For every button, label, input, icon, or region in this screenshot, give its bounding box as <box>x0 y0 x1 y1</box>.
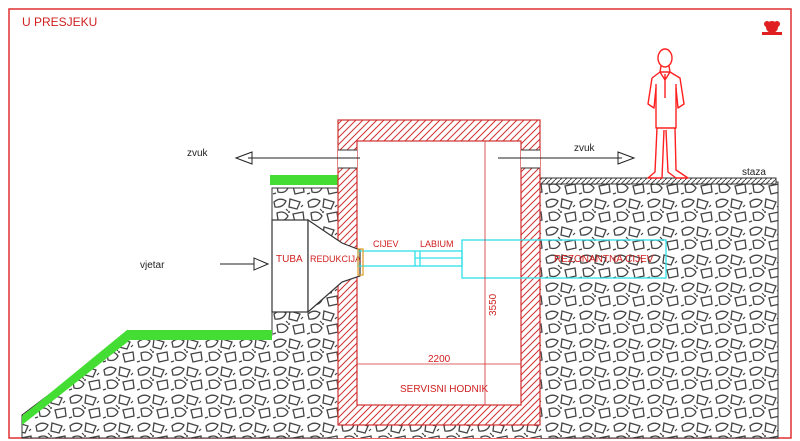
labium <box>414 251 462 266</box>
pipe-flange <box>357 248 364 276</box>
pipe-label: CIJEV <box>373 239 399 249</box>
sound-arrow-left <box>234 151 360 165</box>
tube <box>271 219 309 313</box>
dimension-width <box>356 358 522 370</box>
service-corridor-label: SERVISNI HODNIK <box>400 384 488 395</box>
reduction <box>307 218 361 314</box>
opening-left <box>338 150 357 168</box>
wind-arrow <box>220 257 270 271</box>
grass-slope <box>22 330 272 425</box>
labium-label: LABIUM <box>420 239 454 249</box>
drawing-title: U PRESJEKU <box>22 15 97 29</box>
ground-bottom <box>330 425 550 438</box>
ground-right <box>539 181 779 439</box>
reduction-label: REDUKCIJA <box>310 254 361 264</box>
red-seal-logo-icon <box>762 21 782 35</box>
resonant-pipe-label: REZONANTNA CIJEV <box>554 254 654 265</box>
dimension-height-value: 3550 <box>488 293 499 316</box>
wind-label: vjetar <box>140 260 165 271</box>
sound-label-right: zvuk <box>574 143 596 154</box>
sound-arrow-right <box>498 151 636 165</box>
resonant-pipe <box>461 239 667 279</box>
path-surface <box>539 177 777 185</box>
tube-label: TUBA <box>276 254 303 265</box>
grass-top <box>270 175 338 185</box>
dimension-height <box>479 140 491 406</box>
opening-right <box>521 150 540 168</box>
dimension-width-value: 2200 <box>428 354 451 365</box>
chamber-walls <box>337 119 541 426</box>
path-label: staza <box>742 167 766 178</box>
sound-label-left: zvuk <box>187 148 209 159</box>
standing-person-icon <box>647 48 689 179</box>
